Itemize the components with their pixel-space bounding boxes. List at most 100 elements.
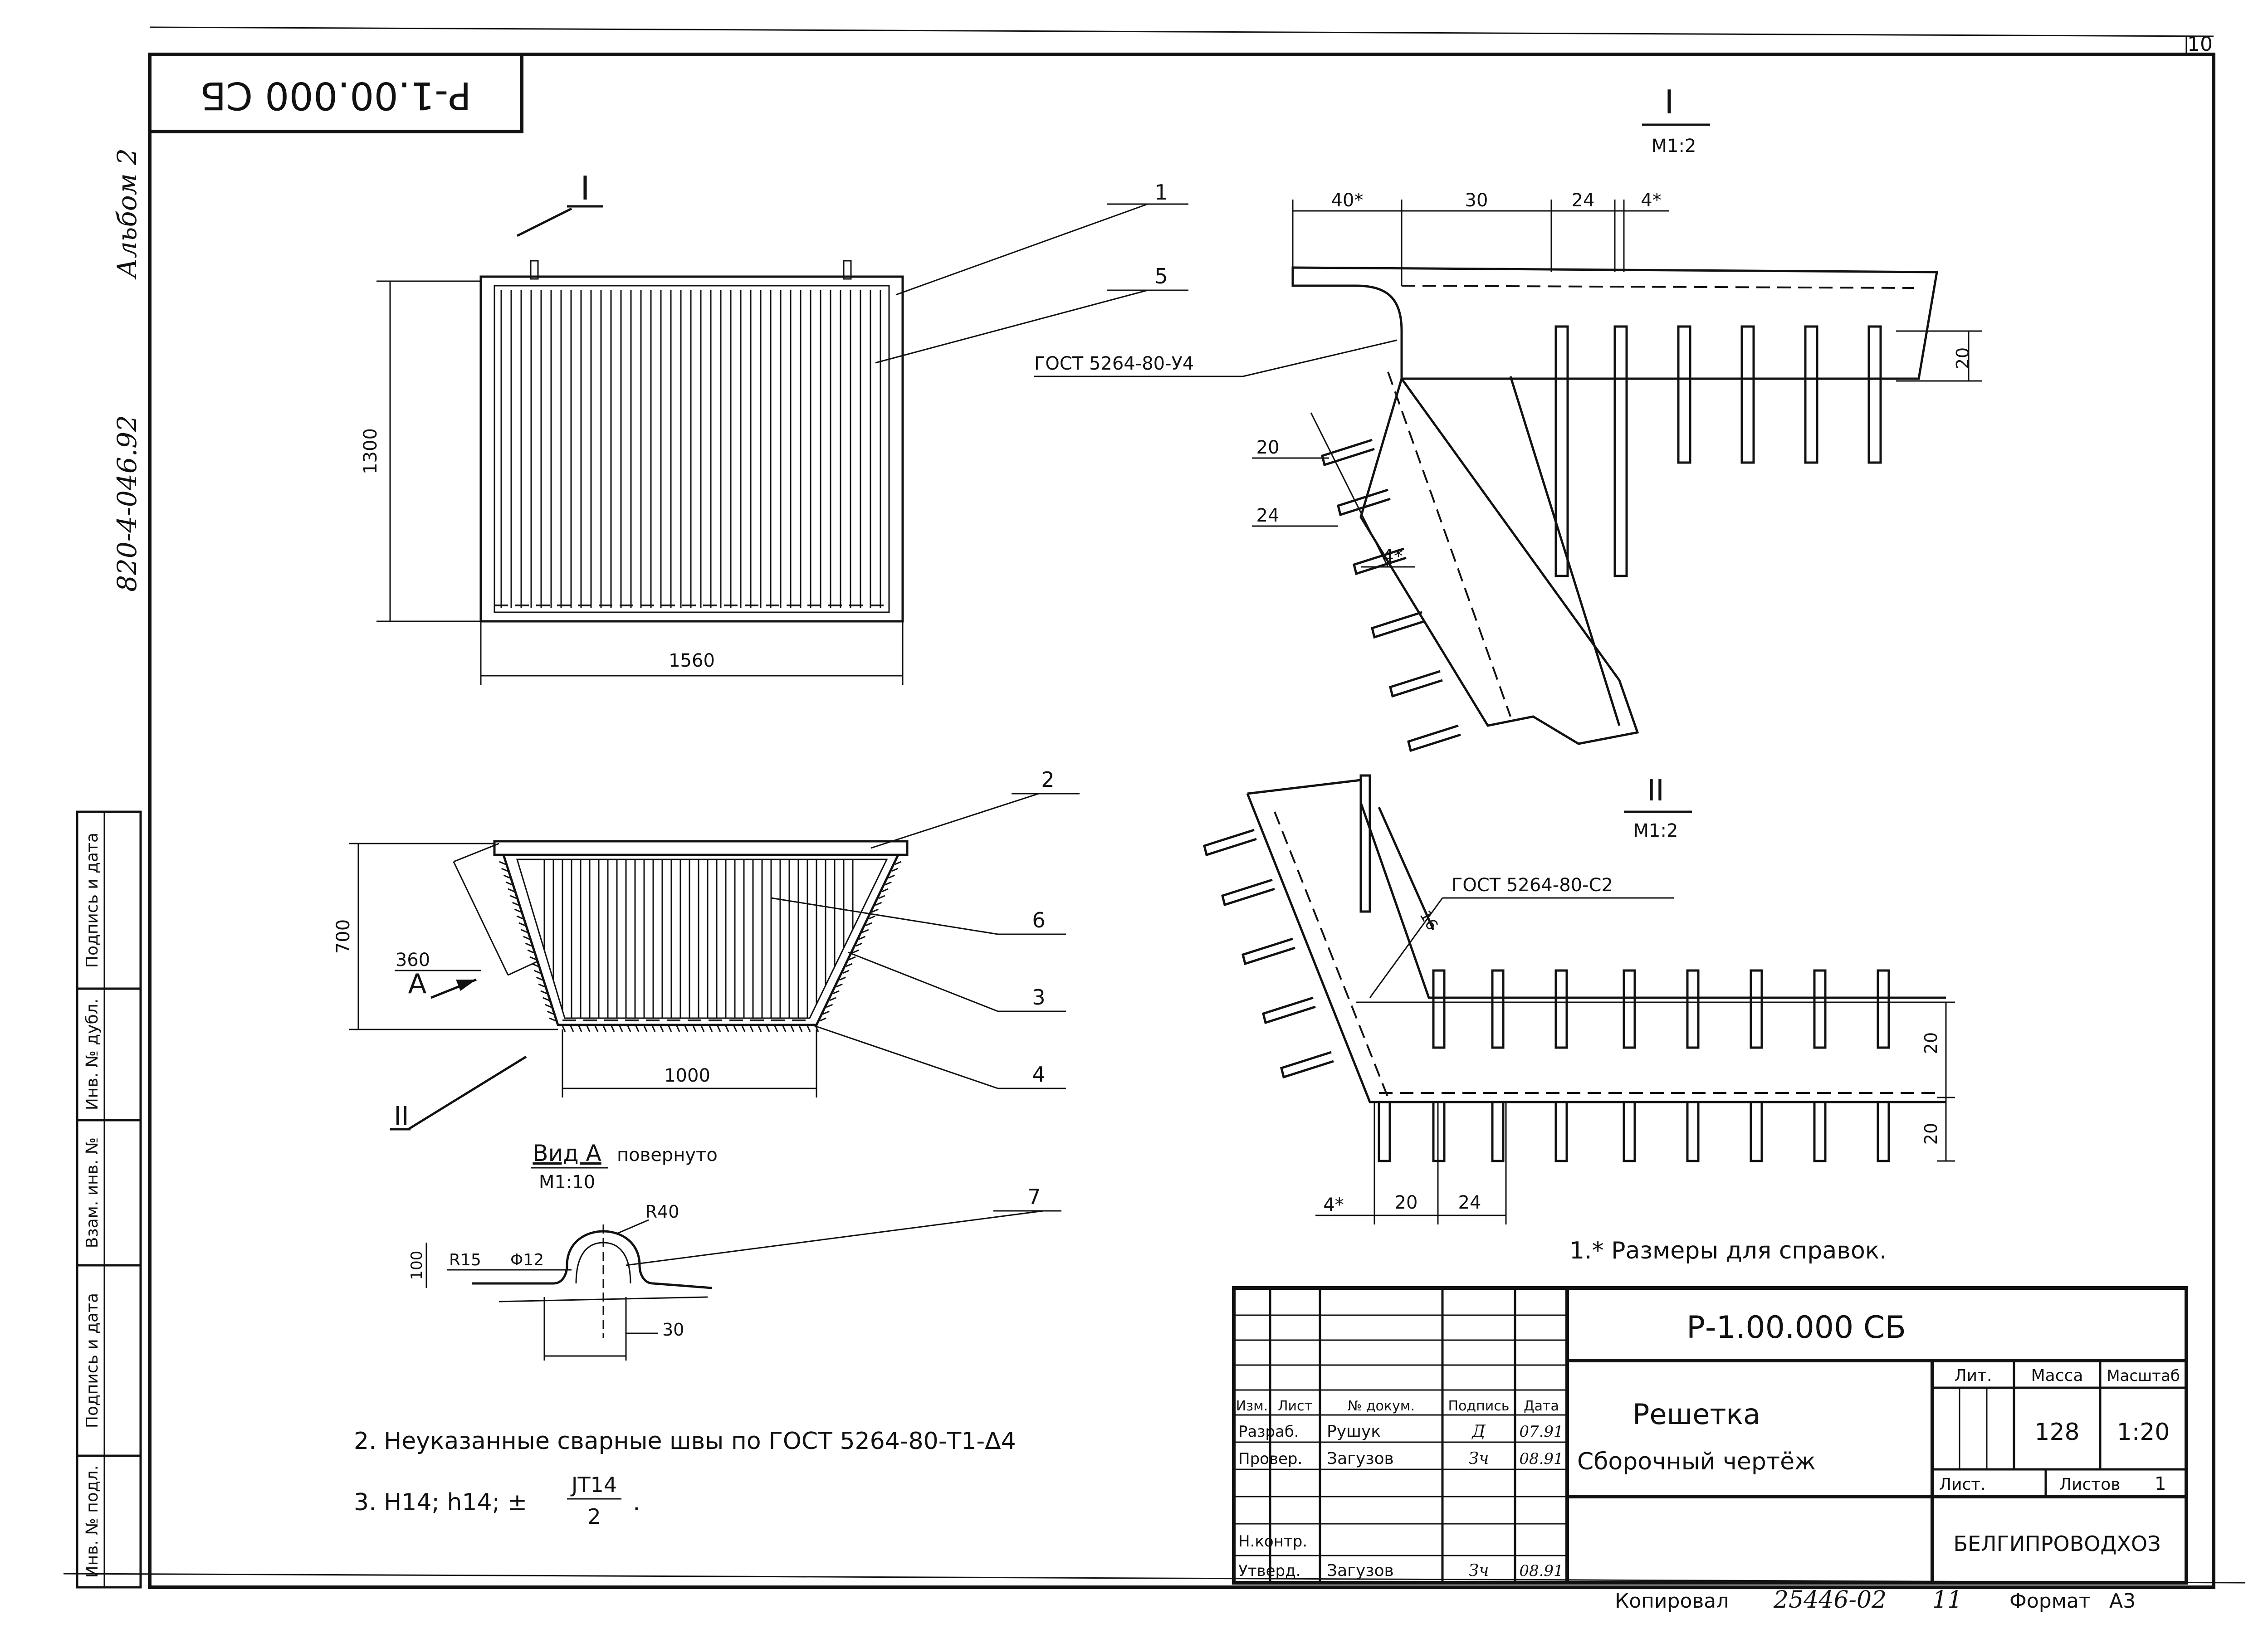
edge-tooth [733, 1025, 738, 1032]
detail-i-title: I [1664, 83, 1674, 121]
view-a-dim-phi12: Φ12 [510, 1251, 544, 1269]
tb-row-name: Рушук [1327, 1422, 1381, 1441]
main-callout-1: 1 [1154, 180, 1168, 205]
edge-tooth [807, 1025, 811, 1032]
tb-org: БЕЛГИПРОВОДХОЗ [1953, 1532, 2160, 1556]
tb-mass-label: Масса [2031, 1366, 2083, 1385]
detail-bar [1813, 1101, 1827, 1162]
edge-tooth [510, 895, 517, 899]
stamp-signature-date-1: Подпись и дата [83, 833, 102, 968]
sheet-code-rotated: Р-1.00.000 СБ [200, 73, 471, 118]
edge-tooth [766, 1025, 770, 1032]
detail-bar [1623, 969, 1636, 1049]
tb-doc-type: Сборочный чертёж [1577, 1448, 1816, 1475]
edge-tooth [512, 902, 519, 906]
tb-row-date: 07.91 [1519, 1423, 1563, 1441]
main-section-mark: I [580, 169, 590, 207]
side-view-grate [493, 840, 909, 1032]
edge-tooth [523, 936, 530, 940]
edge-tooth [594, 1025, 599, 1032]
edge-tooth [849, 956, 856, 961]
stamp-inv-podl: Инв. № подл. [83, 1465, 102, 1578]
edge-tooth [534, 970, 541, 974]
edge-tooth [819, 1017, 826, 1022]
edge-tooth [826, 1004, 833, 1008]
view-a-callout-7: 7 [1027, 1185, 1041, 1209]
detail-stub [1337, 488, 1391, 517]
edge-tooth [758, 1025, 762, 1032]
edge-tooth [875, 902, 882, 906]
edge-tooth [717, 1025, 721, 1032]
detail-bar [1432, 969, 1446, 1049]
edge-tooth [499, 861, 506, 865]
detail-ii-dim-20: 20 [1395, 1192, 1418, 1213]
edge-tooth [503, 874, 510, 879]
tb-col-header: Изм. [1236, 1398, 1268, 1414]
edge-tooth [709, 1025, 713, 1032]
detail-bar [1877, 1101, 1890, 1162]
detail-ii-dim-right-2: 20 [1921, 1123, 1941, 1145]
edge-tooth [832, 990, 840, 995]
detail-bar [1813, 969, 1827, 1049]
side-callout-3: 3 [1032, 985, 1045, 1010]
edge-tooth [881, 888, 889, 893]
edge-tooth [508, 888, 515, 893]
detail-i-dim-30: 30 [1465, 190, 1488, 211]
detail-ii-drawing [1203, 774, 1946, 1162]
edge-tooth [611, 1025, 615, 1032]
detail-bar [1877, 969, 1890, 1049]
edge-tooth [839, 976, 846, 981]
edge-tooth [578, 1025, 582, 1032]
tb-row-role: Провер. [1238, 1450, 1302, 1468]
tb-name: Решетка [1633, 1398, 1760, 1431]
album-label: Альбом 2 [112, 148, 142, 280]
edge-tooth [692, 1025, 697, 1032]
note-3-prefix: 3. H14; h14; ± [354, 1489, 527, 1516]
edge-tooth [518, 922, 526, 927]
detail-bar [1554, 1101, 1568, 1162]
footer-copied-label: Копировал [1615, 1590, 1729, 1613]
detail-stub [1221, 878, 1275, 907]
detail-stub [1262, 996, 1316, 1024]
edge-tooth [782, 1025, 787, 1032]
edge-tooth [790, 1025, 795, 1032]
note-2: 2. Неуказанные сварные швы по ГОСТ 5264-… [354, 1428, 1016, 1455]
detail-i-dim-left-20: 20 [1256, 437, 1280, 458]
edge-tooth [545, 1004, 552, 1008]
detail-stub [1242, 937, 1295, 966]
tb-row-date: 08.91 [1519, 1450, 1563, 1468]
note-3-num: JT14 [570, 1473, 617, 1497]
detail-bar [1750, 1101, 1763, 1162]
detail-bar [1432, 1101, 1446, 1162]
detail-bar [1740, 325, 1755, 464]
tb-row-name: Загузов [1327, 1449, 1394, 1468]
album-code: 820-4-046.92 [112, 415, 142, 592]
detail-bar [1491, 1101, 1505, 1162]
edge-tooth [684, 1025, 689, 1032]
edge-tooth [894, 861, 902, 865]
tb-row-name: Загузов [1327, 1561, 1394, 1580]
side-dim-bottom: 1000 [664, 1065, 710, 1086]
side-dim-height: 700 [333, 919, 354, 954]
edge-tooth [547, 1010, 554, 1015]
side-callout-2: 2 [1041, 767, 1054, 792]
tb-row-sign: Зч [1469, 1449, 1489, 1468]
detail-bar [1623, 1101, 1636, 1162]
note-3: 3. H14; h14; ± JT14 2 . [354, 1473, 640, 1529]
edge-tooth [562, 1025, 566, 1032]
footer-copied-page: 11 [1932, 1586, 1962, 1614]
detail-ii-dim-right-1: 20 [1921, 1032, 1941, 1054]
side-dim-slope: 360 [396, 950, 430, 971]
edge-tooth [643, 1025, 648, 1032]
edge-tooth [871, 908, 879, 913]
detail-i-weld: ГОСТ 5264-80-У4 [1034, 353, 1194, 374]
edge-tooth [885, 881, 892, 886]
edge-tooth [527, 949, 534, 954]
title-block-frame [1232, 1286, 2188, 1585]
view-a-title-suffix: повернуто [617, 1145, 718, 1166]
note-1: 1.* Размеры для справок. [1569, 1237, 1887, 1264]
detail-i-dim-left-24: 24 [1256, 505, 1280, 526]
tb-sheet-label: Лист. [1939, 1475, 1986, 1494]
detail-ii-dim-24: 24 [1458, 1192, 1481, 1213]
detail-stub [1203, 829, 1257, 857]
